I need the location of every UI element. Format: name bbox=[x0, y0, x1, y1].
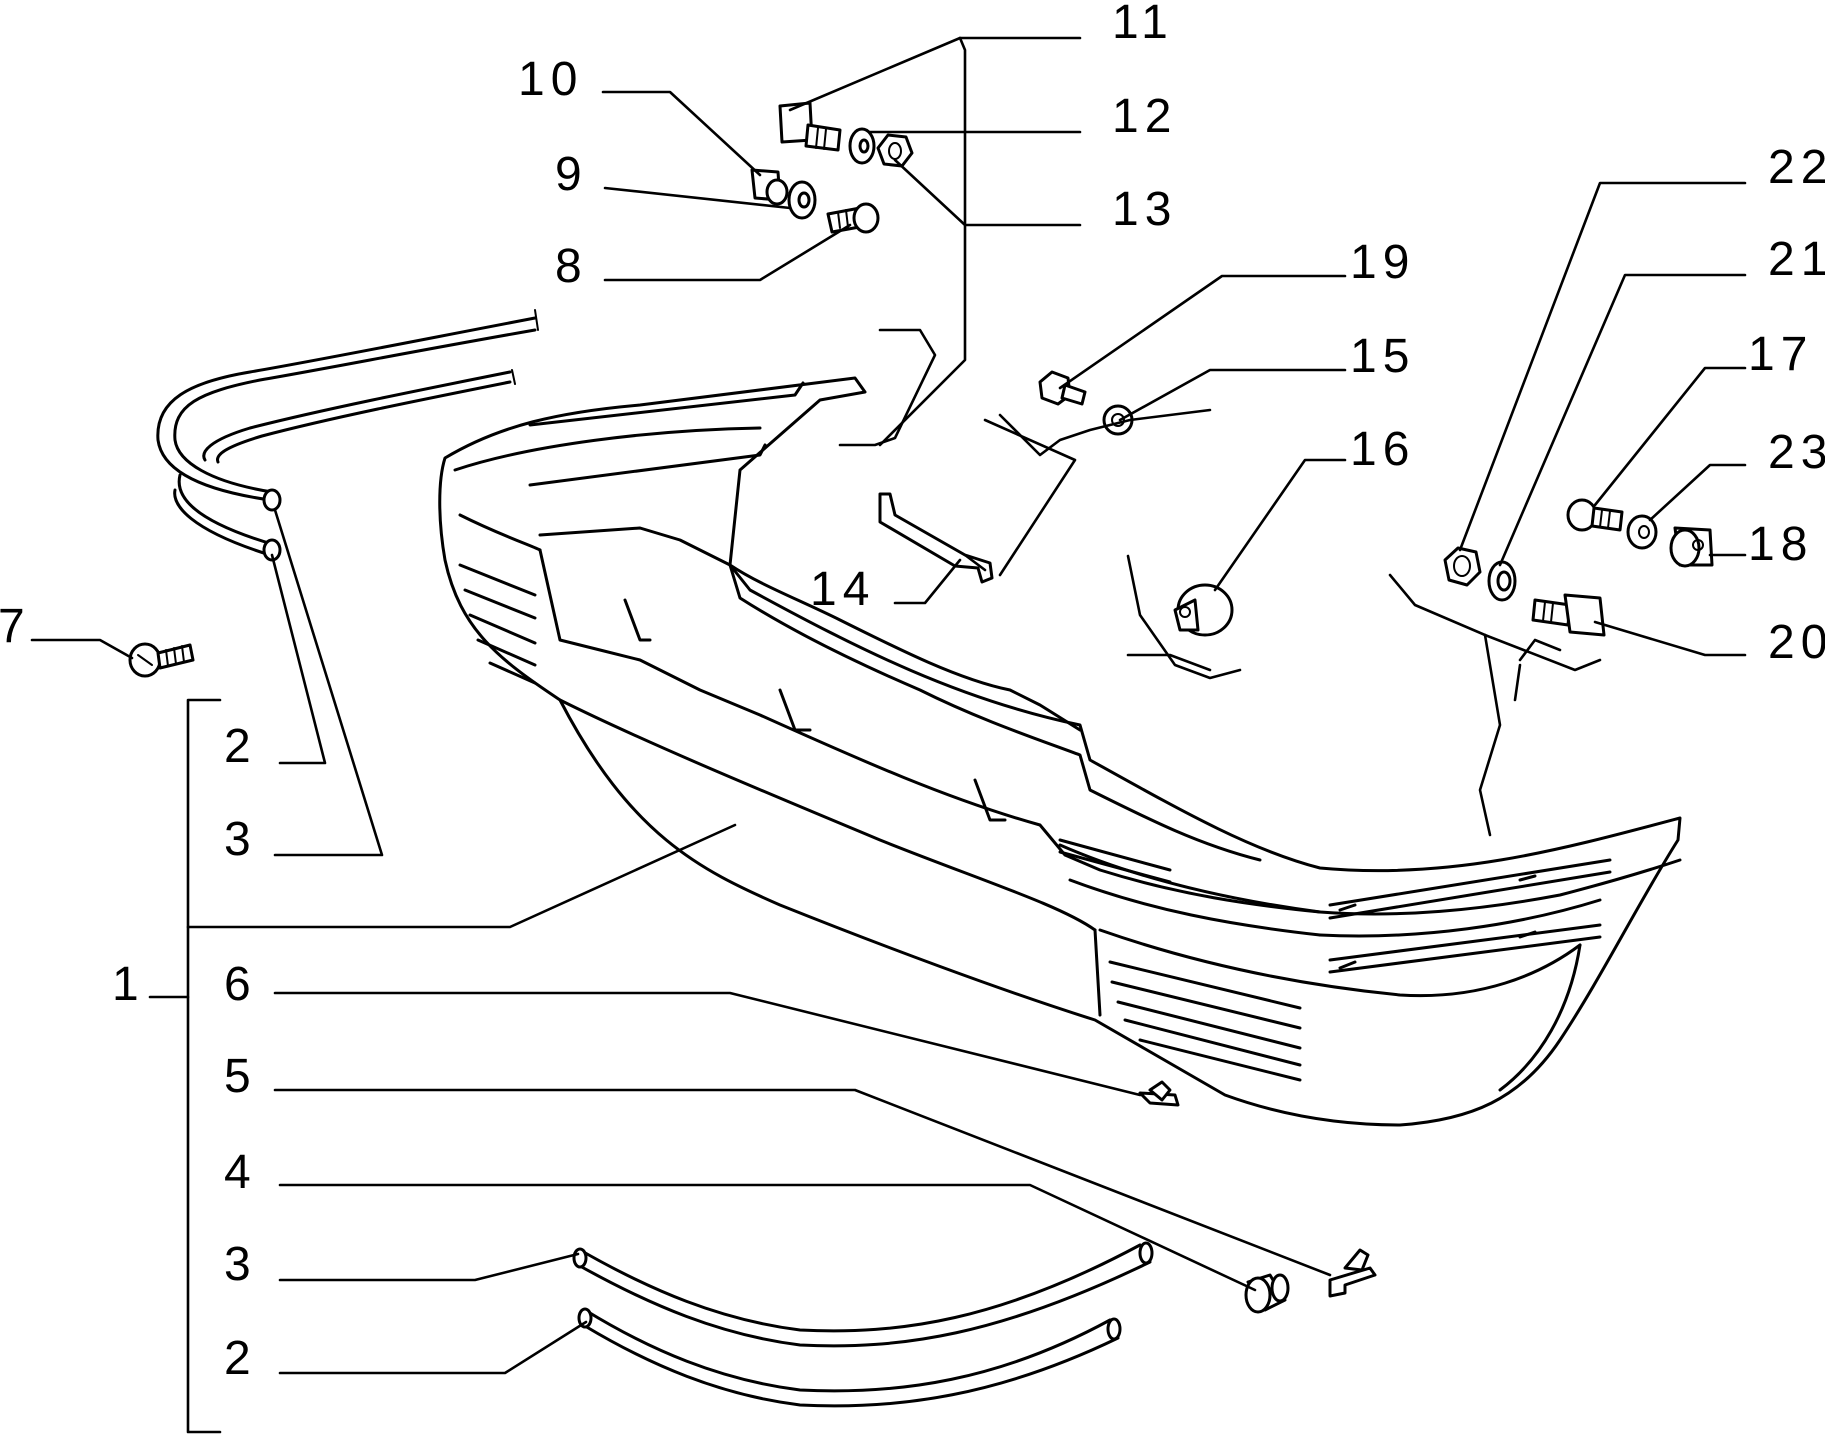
nut-part-22 bbox=[1443, 546, 1482, 587]
callout-19: 19 bbox=[1350, 236, 1415, 289]
callout-3-bottom: 3 bbox=[224, 1238, 257, 1291]
lower-trim-strips bbox=[572, 1241, 1154, 1408]
screw-part-17 bbox=[1566, 498, 1624, 532]
screw-part-19 bbox=[1038, 370, 1087, 406]
callout-1: 1 bbox=[112, 958, 145, 1011]
clip-part-5 bbox=[1328, 1248, 1377, 1298]
callout-18: 18 bbox=[1748, 518, 1813, 571]
callout-9: 9 bbox=[555, 148, 588, 201]
bracket-part-14 bbox=[878, 492, 994, 584]
callout-8: 8 bbox=[555, 240, 588, 293]
callout-10: 10 bbox=[518, 53, 583, 106]
callout-15: 15 bbox=[1350, 330, 1415, 383]
washer-part-12 bbox=[848, 127, 876, 165]
callout-4: 4 bbox=[224, 1146, 257, 1199]
leader-lines bbox=[30, 36, 1747, 1434]
callout-20: 20 bbox=[1768, 616, 1825, 669]
screw-part-8 bbox=[826, 202, 880, 234]
callout-5: 5 bbox=[224, 1050, 257, 1103]
washer-part-9 bbox=[787, 180, 817, 220]
callout-17: 17 bbox=[1748, 328, 1813, 381]
washer-part-21 bbox=[1487, 560, 1517, 602]
callout-3-top: 3 bbox=[224, 813, 257, 866]
washer-part-23 bbox=[1626, 514, 1658, 550]
nut-part-13 bbox=[876, 133, 914, 168]
callout-6: 6 bbox=[224, 958, 257, 1011]
callout-16: 16 bbox=[1350, 423, 1415, 476]
bolt-part-11 bbox=[778, 101, 842, 152]
callout-14: 14 bbox=[810, 563, 875, 616]
screw-part-7 bbox=[128, 642, 195, 678]
plug-part-16 bbox=[1173, 583, 1234, 637]
callout-11: 11 bbox=[1112, 0, 1174, 49]
callout-12: 12 bbox=[1112, 90, 1177, 143]
callout-21: 21 bbox=[1768, 233, 1825, 286]
bushing-part-4 bbox=[1244, 1273, 1290, 1314]
upper-trim-strips bbox=[156, 309, 539, 562]
callout-22: 22 bbox=[1768, 141, 1825, 194]
clip-part-6 bbox=[1138, 1080, 1180, 1107]
clip-nut-part-18 bbox=[1669, 526, 1714, 568]
assembly-bracket-lines bbox=[838, 328, 1602, 837]
callout-13: 13 bbox=[1112, 183, 1177, 236]
callout-7: 7 bbox=[0, 600, 31, 653]
callout-2-bottom: 2 bbox=[224, 1332, 257, 1385]
callout-labels: 1 2 3 6 5 4 3 2 7 8 9 10 11 12 13 14 15 … bbox=[0, 0, 1825, 1385]
bumper-shell bbox=[438, 376, 1682, 1127]
callout-23: 23 bbox=[1768, 426, 1825, 479]
cage-nut-part-10 bbox=[750, 168, 789, 206]
bolt-part-20 bbox=[1531, 593, 1606, 637]
callout-2-top: 2 bbox=[224, 720, 257, 773]
